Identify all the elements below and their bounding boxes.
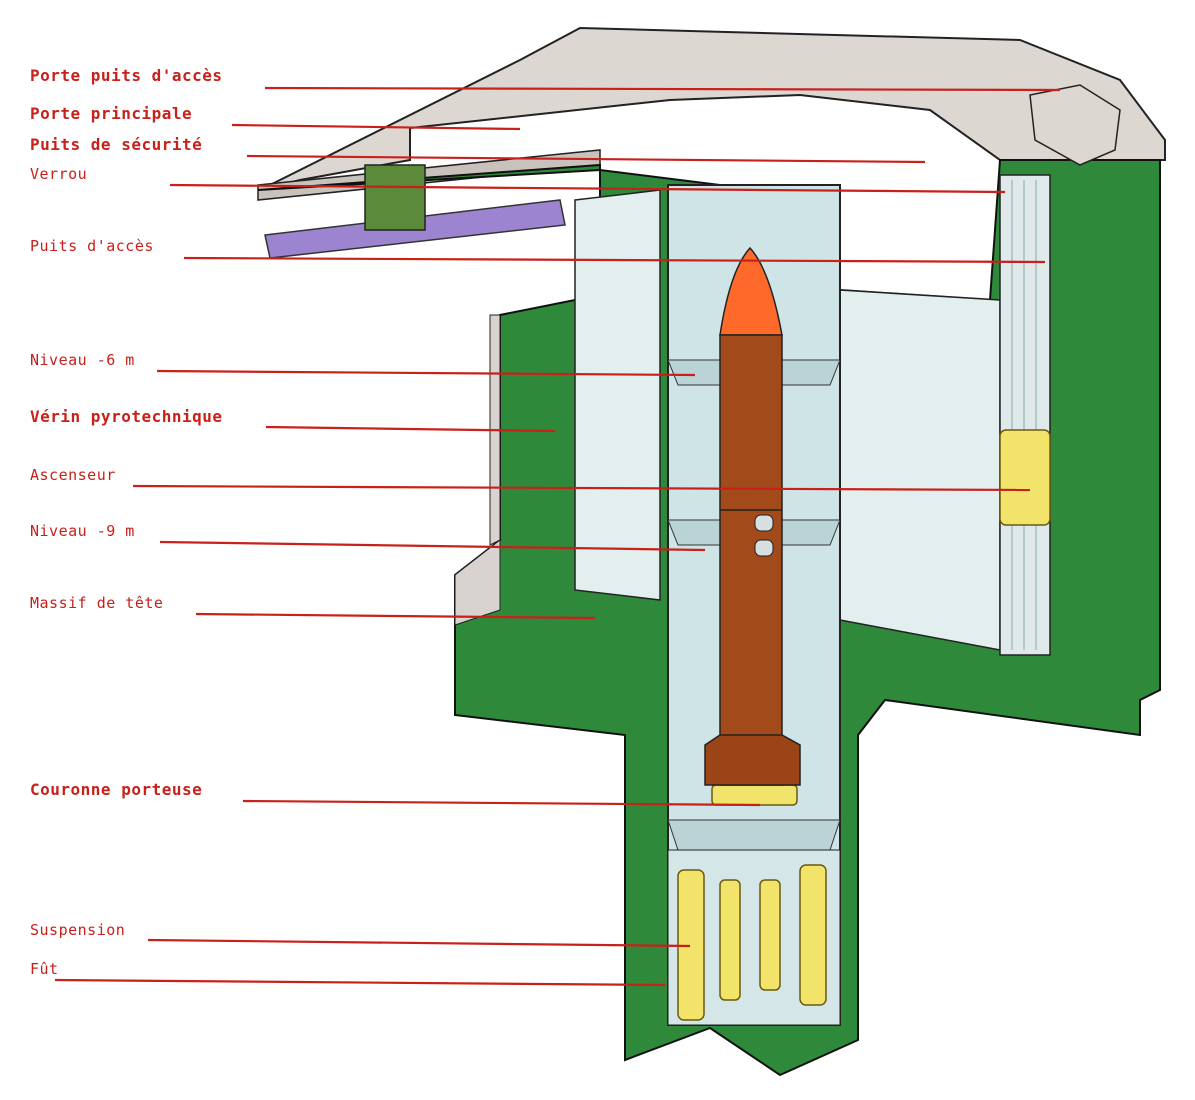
missile-fins	[704, 734, 801, 786]
door-machinery	[364, 164, 426, 231]
access-shaft	[999, 174, 1051, 656]
missile-body	[719, 334, 783, 786]
leader-porte-puits-acces	[264, 86, 1061, 92]
label-couronne-porteuse: Couronne porteuse	[30, 780, 203, 799]
leader-verin	[265, 425, 556, 433]
label-massif-de-tete: Massif de tête	[30, 594, 164, 612]
leader-porte-principale	[231, 123, 521, 131]
label-puits-acces: Puits d'accès	[30, 237, 154, 255]
leader-niveau-9	[159, 540, 706, 552]
right-equipment-room	[839, 289, 1001, 651]
leader-lines	[54, 86, 1061, 987]
leader-puits-securite	[246, 154, 926, 164]
leader-massif	[195, 612, 596, 620]
lower-left-step	[454, 538, 501, 626]
leader-niveau-6	[156, 369, 696, 377]
label-ascenseur: Ascenseur	[30, 466, 116, 484]
left-equipment-room	[574, 189, 661, 601]
missile	[704, 246, 801, 786]
suspension-system	[677, 784, 827, 1021]
label-niveau-9: Niveau -9 m	[30, 522, 135, 540]
leader-fut	[54, 978, 666, 987]
leader-verrou	[169, 183, 1006, 194]
leader-couronne	[242, 799, 761, 807]
label-suspension: Suspension	[30, 921, 126, 939]
leader-puits-acces	[183, 256, 1046, 264]
label-porte-principale: Porte principale	[30, 104, 193, 123]
elevator-cage	[999, 429, 1051, 526]
label-niveau-6: Niveau -6 m	[30, 351, 135, 369]
access-shaft-lines	[1011, 180, 1037, 650]
label-verin-pyrotechnique: Vérin pyrotechnique	[30, 407, 223, 426]
access-hatch	[1029, 84, 1121, 166]
silo-head-top-surface	[259, 26, 1166, 191]
leader-suspension	[147, 938, 691, 948]
label-fut: Fût	[30, 960, 59, 978]
label-puits-securite: Puits de sécurité	[30, 135, 203, 154]
leader-ascenseur	[132, 484, 1031, 492]
silo-platforms	[667, 359, 841, 851]
label-porte-puits-acces: Porte puits d'accès	[30, 66, 223, 85]
missile-nose	[719, 246, 783, 336]
label-verrou: Verrou	[30, 165, 88, 183]
